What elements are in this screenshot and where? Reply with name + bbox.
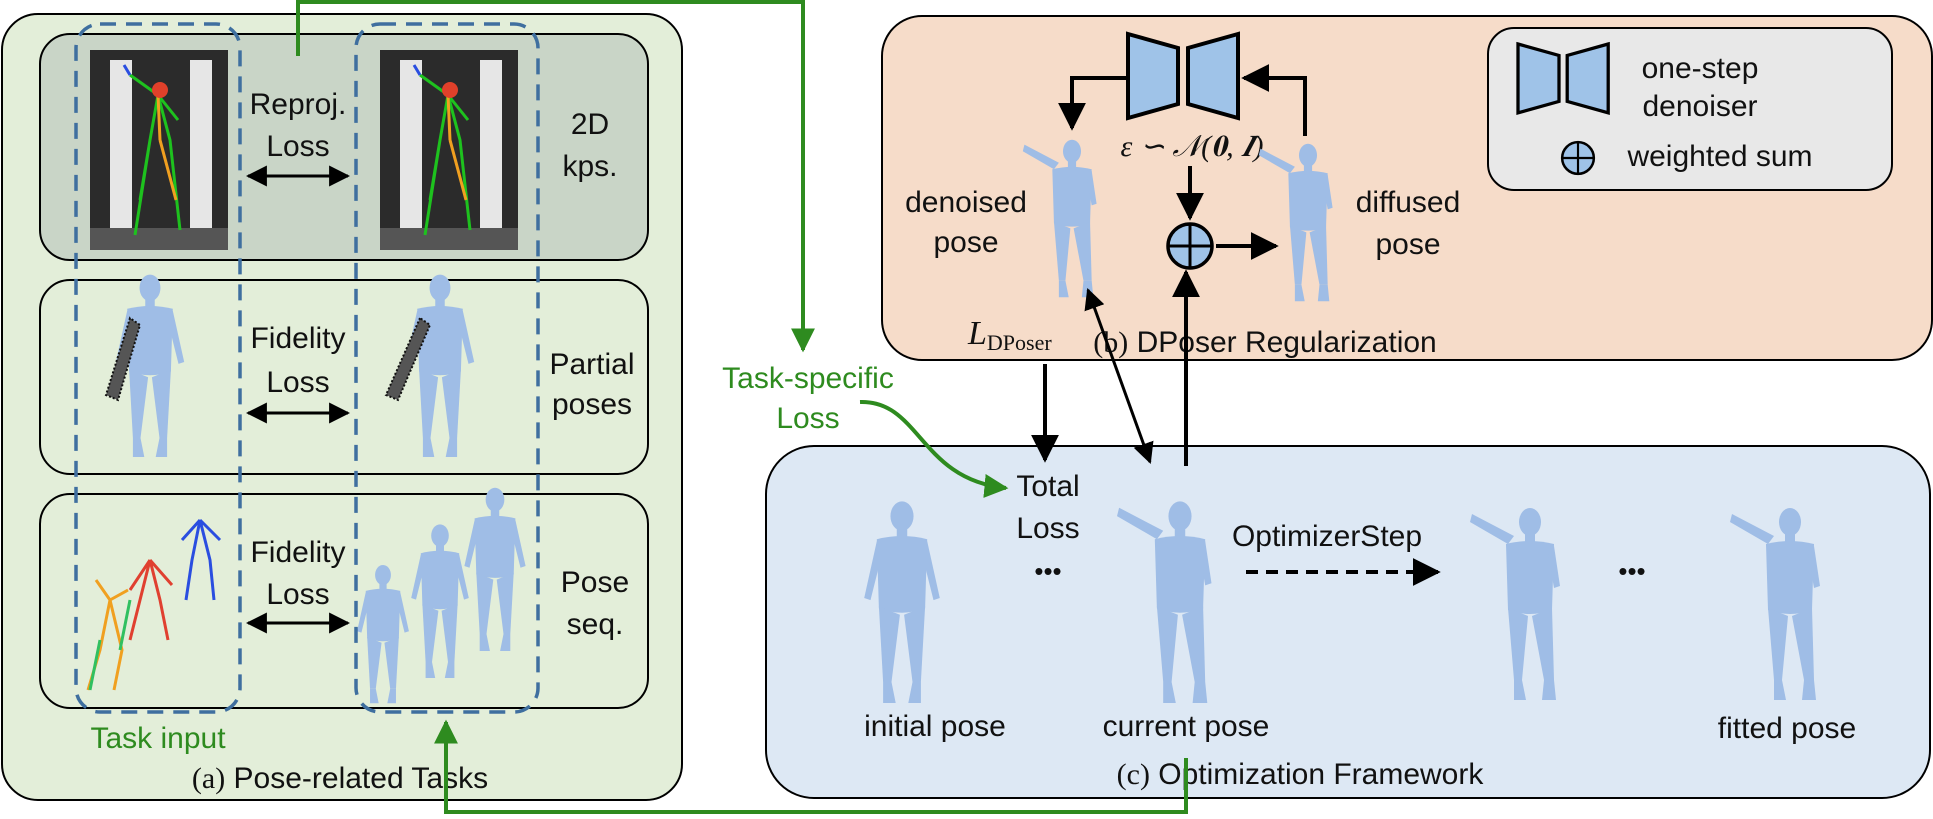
legend-denoiser-line1: one-step <box>1642 52 1759 85</box>
row2-loss-line1: Fidelity <box>250 322 345 355</box>
ellipsis-right: ••• <box>1618 556 1645 586</box>
fitted-pose-label: fitted pose <box>1718 712 1856 745</box>
panel-a-caption-prefix: (a) <box>192 762 225 795</box>
panel-a-caption: (a) Pose-related Tasks <box>192 762 488 795</box>
panel-b-dposer-regularization: one-step denoiser weighted sum ε ∽ 𝒩(𝟎, … <box>881 15 1933 361</box>
task-input-column <box>74 22 242 714</box>
highlighted-arm <box>104 316 142 402</box>
task-input-label: Task input <box>90 722 226 755</box>
partial-pose-fitted-mesh <box>384 274 475 457</box>
panel-a-pose-related-tasks: Reproj. Loss Fidelity Loss Fidelity Loss… <box>1 13 683 801</box>
keypoint-photo-input <box>90 50 228 250</box>
legend-weighted-sum-label: weighted sum <box>1626 140 1812 173</box>
panel-b-caption-text: DPoser Regularization <box>1137 326 1437 359</box>
panel-a-caption-text: Pose-related Tasks <box>234 762 489 795</box>
initial-pose-label: initial pose <box>864 710 1006 743</box>
denoiser-output-arrow <box>1058 76 1128 131</box>
fitted-output-column <box>354 22 540 714</box>
row3-task-line2: seq. <box>567 608 624 641</box>
pose-sequence-skeletons <box>86 518 222 691</box>
row-partial-poses <box>39 279 649 475</box>
current-pose-label: current pose <box>1103 710 1270 743</box>
diffused-pose-line1: diffused <box>1356 186 1461 219</box>
denoised-current-link-arrow <box>1084 288 1154 464</box>
row1-loss-line2: Loss <box>266 130 329 163</box>
total-loss-line1: Total <box>1016 470 1079 503</box>
panel-c-caption: (c) Optimization Framework <box>1117 758 1485 791</box>
partial-pose-input-mesh <box>104 274 185 457</box>
highlighted-arm <box>384 316 432 402</box>
legend-denoiser-line2: denoiser <box>1642 90 1757 123</box>
row1-task-line1: 2D <box>571 108 609 141</box>
current-pose-feedback-arrow <box>434 719 1188 814</box>
panel-c-caption-prefix: (c) <box>1117 758 1150 791</box>
ellipsis-left: ••• <box>1034 556 1061 586</box>
keypoint-photo-fitted <box>380 50 518 250</box>
diffused-pose-line2: pose <box>1375 228 1440 261</box>
row3-loss-line2: Loss <box>266 578 329 611</box>
row2-loss-line2: Loss <box>266 366 329 399</box>
panel-b-caption: (b) DPoser Regularization <box>1093 326 1436 359</box>
row2-task-line2: poses <box>552 388 632 421</box>
denoiser-input-arrow <box>1241 64 1307 136</box>
weighted-sum-node <box>1166 222 1214 270</box>
optimizer-step-label: OptimizerStep <box>1232 520 1422 553</box>
denoised-pose-line1: denoised <box>905 186 1027 219</box>
panel-c-optimization-framework: Total Loss ••• ••• OptimizerStep initial… <box>765 445 1931 799</box>
panel-c-caption-text: Optimization Framework <box>1158 758 1484 791</box>
row1-task-line2: kps. <box>562 150 617 183</box>
row1-loss-line1: Reproj. <box>250 88 347 121</box>
denoised-pose-line2: pose <box>933 226 998 259</box>
panel-c-background <box>765 445 1931 799</box>
noise-formula: ε ∽ 𝒩(𝟎, 𝑰) <box>1120 130 1263 163</box>
task-specific-loss-line1: Task-specific <box>722 362 894 395</box>
row3-task-line1: Pose <box>561 566 629 599</box>
task-specific-loss-line2: Loss <box>776 402 839 435</box>
legend-weighted-sum-icon <box>1560 140 1596 176</box>
dposer-loss-symbol: LDPoser <box>967 315 1052 355</box>
row3-loss-line1: Fidelity <box>250 536 345 569</box>
reproj-to-task-loss-arrow <box>296 0 815 353</box>
task-loss-to-total-arrow <box>859 399 1009 498</box>
row2-task-line1: Partial <box>549 348 634 381</box>
total-loss-line2: Loss <box>1016 512 1079 545</box>
